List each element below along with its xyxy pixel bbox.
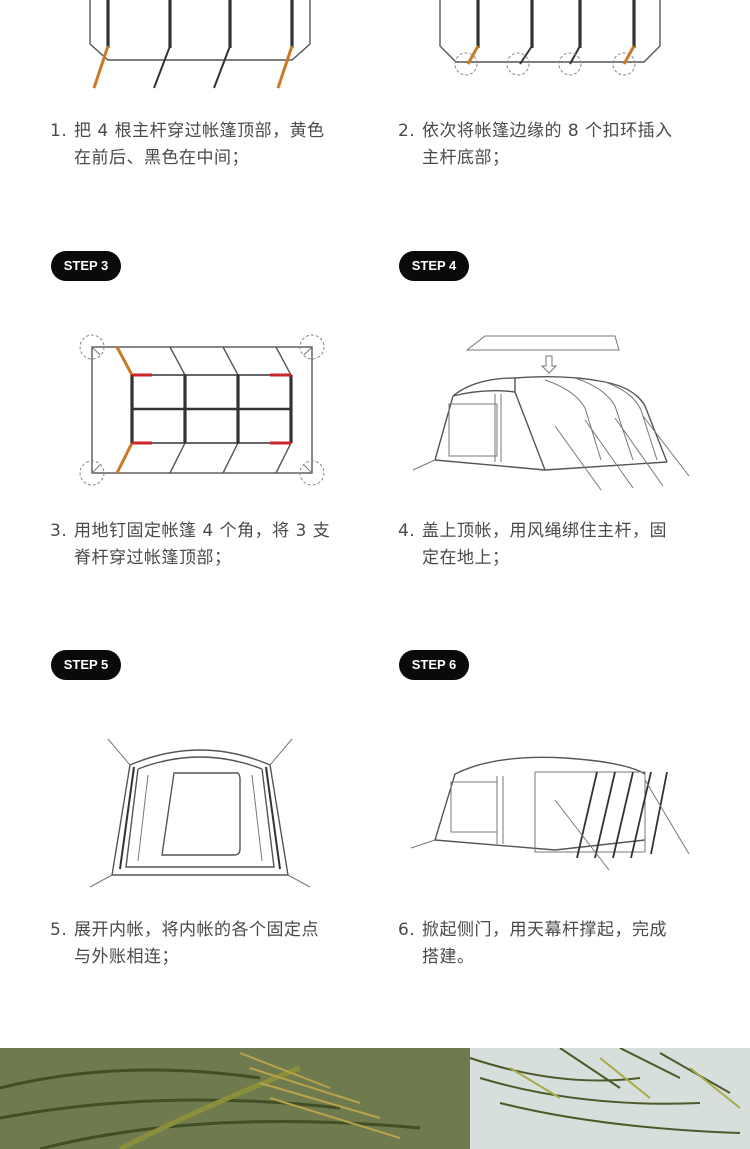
step1-illustration [80, 0, 320, 95]
step5-illustration [90, 735, 310, 895]
step6-illustration [405, 740, 695, 880]
step6-caption: 6.掀起侧门，用天幕杆撑起，完成 搭建。 [398, 920, 667, 967]
step2-illustration [430, 0, 670, 95]
step5-caption: 5.展开内帐，将内帐的各个固定点 与外账相连； [50, 920, 319, 967]
step3-badge: STEP 3 [51, 251, 121, 281]
step1-caption: 1.把 4 根主杆穿过帐篷顶部，黄色 在前后、黑色在中间； [50, 121, 325, 168]
palm-photo [0, 1048, 750, 1149]
step3-illustration [70, 325, 335, 495]
step5-badge: STEP 5 [51, 650, 121, 680]
step4-illustration [405, 330, 695, 495]
down-arrow-icon [540, 355, 558, 374]
step6-badge: STEP 6 [399, 650, 469, 680]
step4-caption: 4.盖上顶帐，用风绳绑住主杆，固 定在地上； [398, 521, 667, 568]
step4-badge: STEP 4 [399, 251, 469, 281]
step3-caption: 3.用地钉固定帐篷 4 个角，将 3 支 脊杆穿过帐篷顶部； [50, 521, 331, 568]
step2-caption: 2.依次将帐篷边缘的 8 个扣环插入 主杆底部； [398, 121, 673, 168]
